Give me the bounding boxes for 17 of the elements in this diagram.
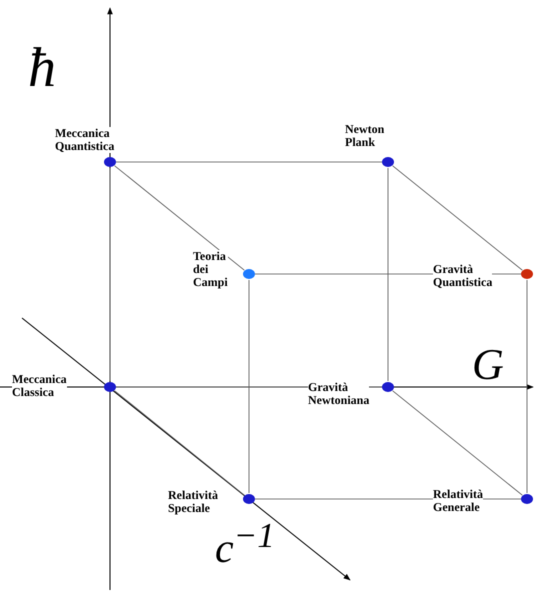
point-label: Gravità Quantistica bbox=[433, 263, 492, 290]
cube-edge bbox=[526, 280, 528, 494]
point-label: Gravità Newtoniana bbox=[308, 381, 370, 408]
cube-edge bbox=[248, 280, 250, 494]
cube-edge bbox=[114, 390, 245, 496]
axis-label: c$^{−1}$ bbox=[215, 518, 275, 570]
point-label: Relatività Generale bbox=[433, 488, 483, 514]
point-label: Teoria dei Campi bbox=[193, 250, 228, 290]
axis-label: ħ bbox=[28, 40, 56, 96]
point-label: Newton Plank bbox=[345, 123, 384, 150]
point-label: Relatività Speciale bbox=[168, 489, 218, 516]
axis-label: G bbox=[472, 343, 504, 387]
cube-edge bbox=[392, 165, 523, 271]
point-label: Meccanica Classica bbox=[12, 373, 67, 400]
point-label: Meccanica Quantistica bbox=[55, 127, 114, 154]
cube-edge bbox=[392, 390, 523, 496]
cube-edge bbox=[114, 165, 245, 271]
